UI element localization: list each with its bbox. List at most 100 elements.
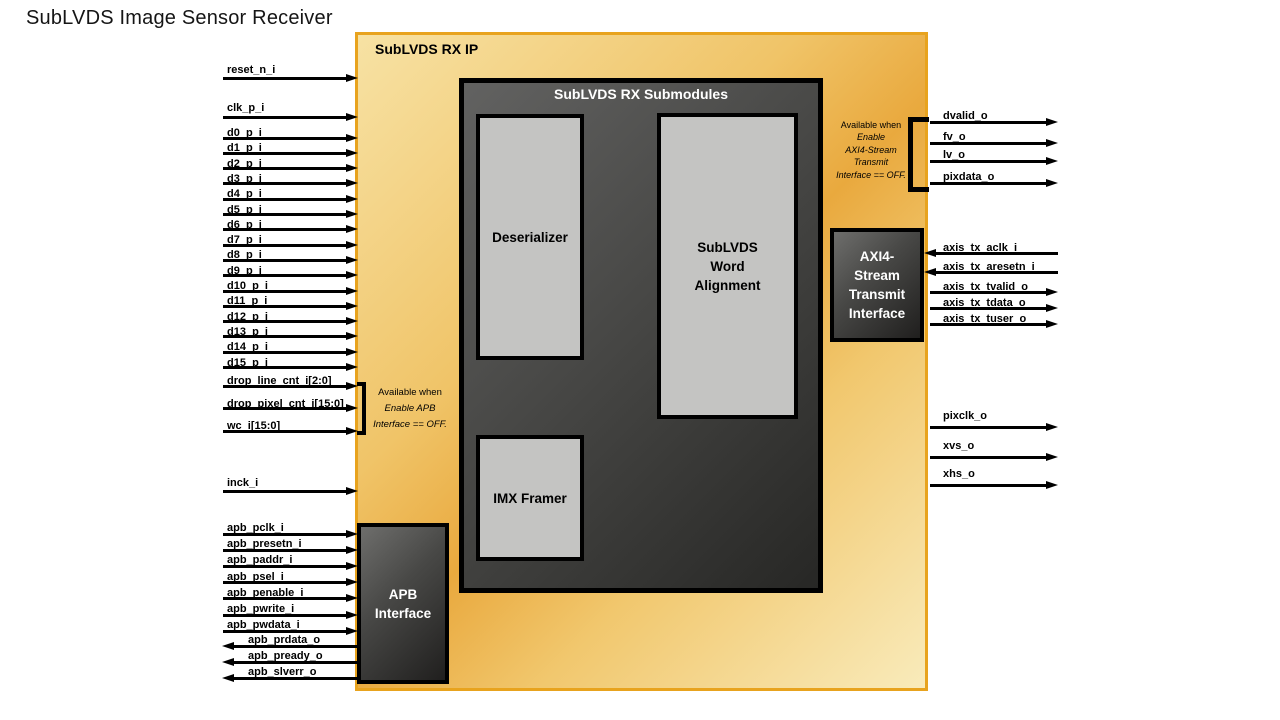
signal-arrow-shaft <box>223 564 348 568</box>
signal-arrow-shaft <box>223 489 348 493</box>
signal-arrowhead <box>346 301 358 310</box>
signal-arrow-shaft <box>930 291 1048 294</box>
signal-arrowhead <box>222 641 234 650</box>
signal-arrow-shaft <box>223 197 348 201</box>
signal-arrow-shaft <box>223 213 348 216</box>
axi-note-bracket <box>908 117 929 192</box>
signal-label-apb_paddr_i: apb_paddr_i <box>227 554 293 567</box>
signal-arrow-shaft <box>223 548 348 552</box>
signal-label-reset_n_i: reset_n_i <box>227 64 276 76</box>
apb-note-line: Interface == OFF. <box>373 419 447 430</box>
signal-label-axis_tx_tvalid_o: axis_tx_tvalid_o <box>943 281 1028 293</box>
signal-arrowhead <box>346 240 358 249</box>
signal-arrow-shaft <box>223 304 348 308</box>
signal-arrowhead <box>346 133 358 142</box>
signal-arrowhead <box>346 486 358 495</box>
signal-label-xhs_o: xhs_o <box>943 468 975 480</box>
apb-interface-label: APB Interface <box>374 586 432 621</box>
signal-label-drop_line_cnt_i20: drop_line_cnt_i[2:0] <box>227 375 332 387</box>
signal-label-wc_i150: wc_i[15:0] <box>227 420 281 432</box>
signal-arrow-shaft <box>233 660 360 664</box>
signal-arrowhead <box>346 561 358 570</box>
signal-arrowhead <box>346 194 358 203</box>
signal-arrow-shaft <box>223 289 348 293</box>
signal-arrow-shaft <box>223 151 348 155</box>
signal-arrow-shaft <box>223 429 348 433</box>
signal-label-d9_p_i: d9_p_i <box>227 264 262 277</box>
signal-label-d0_p_i: d0_p_i <box>227 127 262 139</box>
signal-arrow-shaft <box>930 455 1048 459</box>
signal-arrow-shaft <box>223 243 348 247</box>
signal-arrow-shaft <box>233 676 360 680</box>
apb-note-line: Enable APB <box>384 403 436 414</box>
signal-arrow-shaft <box>223 76 348 80</box>
signal-arrowhead <box>346 332 358 341</box>
signal-arrowhead <box>346 73 358 82</box>
deserializer-block: Deserializer <box>476 114 584 360</box>
axi-note-line: Transmit <box>853 157 889 168</box>
signal-label-apb_psel_i: apb_psel_i <box>227 570 284 583</box>
signal-arrowhead <box>346 347 358 356</box>
signal-arrowhead <box>346 426 358 435</box>
apb-interface-block: APB Interface <box>357 523 449 684</box>
signal-label-drop_pixel_cnt_i150: drop_pixel_cnt_i[15:0] <box>227 397 344 410</box>
signal-label-apb_penable_i: apb_penable_i <box>227 586 304 599</box>
signal-label-apb_presetn_i: apb_presetn_i <box>227 538 302 551</box>
signal-arrowhead <box>1046 480 1058 489</box>
signal-label-d1_p_i: d1_p_i <box>227 142 262 155</box>
signal-arrowhead <box>924 268 936 276</box>
imx-framer-label: IMX Framer <box>493 490 567 506</box>
deserializer-label: Deserializer <box>492 229 568 245</box>
axi-note-line: AXI4-Stream <box>845 144 897 155</box>
signal-label-d15_p_i: d15_p_i <box>227 356 268 369</box>
signal-arrowhead <box>346 578 358 587</box>
signal-label-d13_p_i: d13_p_i <box>227 325 268 338</box>
signal-arrowhead <box>222 673 234 682</box>
signal-label-apb_slverr_o: apb_slverr_o <box>248 666 317 678</box>
signal-arrowhead <box>1046 452 1058 461</box>
signal-arrow-shaft <box>930 142 1048 145</box>
signal-label-d6_p_i: d6_p_i <box>227 218 262 231</box>
signal-arrow-shaft <box>930 307 1048 310</box>
signal-arrowhead <box>346 545 358 554</box>
signal-arrowhead <box>1046 320 1058 328</box>
signal-arrow-shaft <box>223 320 348 324</box>
signal-label-dvalid_o: dvalid_o <box>943 110 988 122</box>
signal-label-pixdata_o: pixdata_o <box>943 171 995 183</box>
signal-arrowhead <box>1046 288 1058 296</box>
signal-arrowhead <box>1046 157 1058 165</box>
signal-arrowhead <box>346 626 358 635</box>
signal-arrow-shaft <box>223 407 348 410</box>
signal-label-d8_p_i: d8_p_i <box>227 249 262 262</box>
signal-arrowhead <box>346 225 358 234</box>
signal-label-d11_p_i: d11_p_i <box>227 295 268 308</box>
signal-arrow-shaft <box>223 350 348 354</box>
signal-label-d7_p_i: d7_p_i <box>227 234 262 247</box>
axi-note-prefix: Available when <box>840 120 902 130</box>
signal-label-fv_o: fv_o <box>943 131 966 143</box>
word-alignment-block: SubLVDS Word Alignment <box>657 113 798 419</box>
signal-label-lv_o: lv_o <box>943 149 966 161</box>
signal-arrow-shaft <box>930 425 1048 429</box>
page-title: SubLVDS Image Sensor Receiver <box>26 7 333 29</box>
signal-label-axis_tx_aresetn_i: axis_tx_aresetn_i <box>943 261 1035 273</box>
signal-arrowhead <box>346 363 358 371</box>
signal-label-d2_p_i: d2_p_i <box>227 157 262 170</box>
sublvds-rx-ip-label: SubLVDS RX IP <box>375 41 479 57</box>
signal-label-axis_tx_tdata_o: axis_tx_tdata_o <box>943 297 1026 309</box>
signal-arrowhead <box>346 317 358 326</box>
signal-arrow-shaft <box>223 136 348 140</box>
signal-label-apb_pwrite_i: apb_pwrite_i <box>227 603 295 615</box>
signal-arrowhead <box>346 286 358 295</box>
signal-arrowhead <box>346 148 358 157</box>
signal-arrow-shaft <box>233 644 360 648</box>
signal-label-d14_p_i: d14_p_i <box>227 341 268 354</box>
signal-arrowhead <box>346 271 358 280</box>
signal-arrowhead <box>1046 118 1058 126</box>
signal-label-d5_p_i: d5_p_i <box>227 203 262 216</box>
signal-label-pixclk_o: pixclk_o <box>943 410 988 422</box>
signal-label-axis_tx_tuser_o: axis_tx_tuser_o <box>943 313 1027 325</box>
signal-arrow-shaft <box>223 597 348 601</box>
